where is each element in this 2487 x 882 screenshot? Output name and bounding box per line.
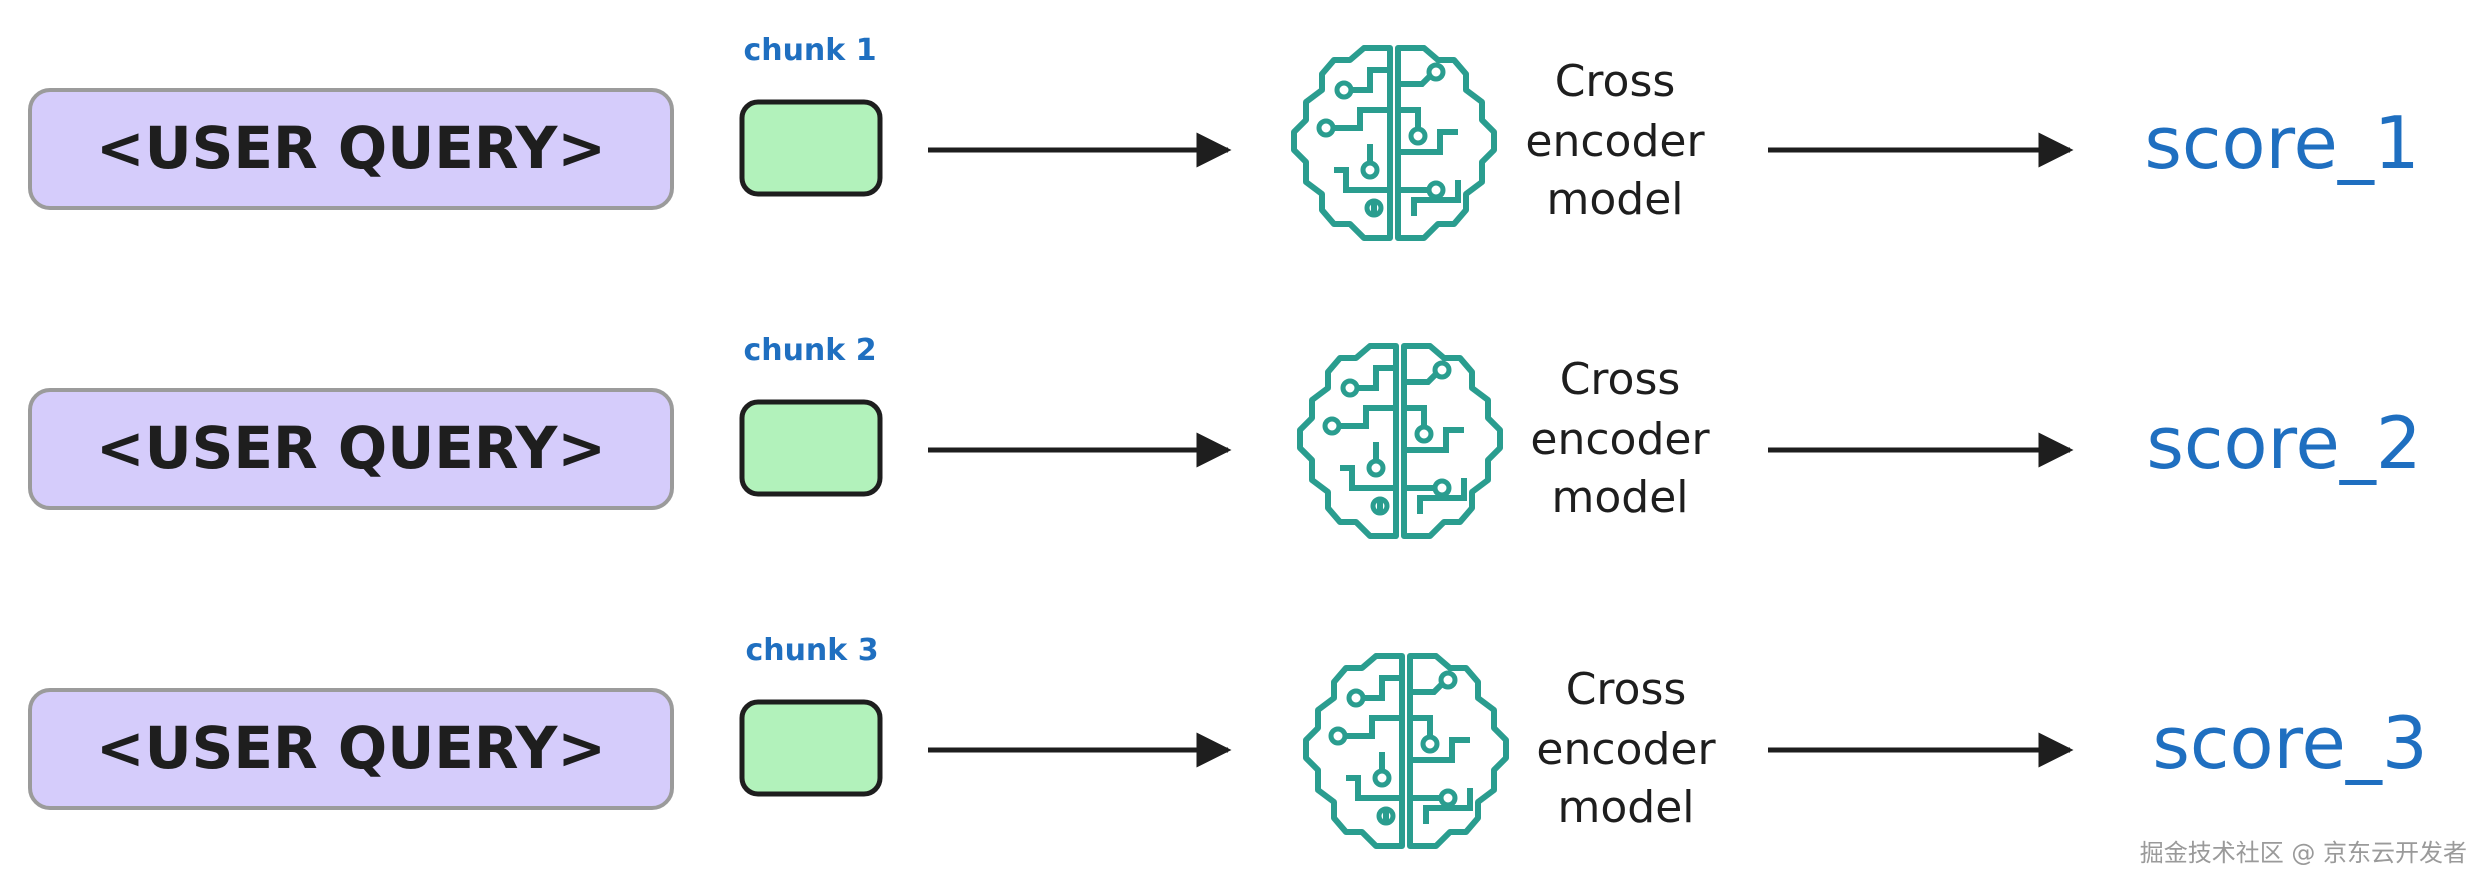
user-query-label-1: <USER QUERY> bbox=[96, 114, 606, 182]
model-line-model-3: model bbox=[1557, 782, 1694, 833]
model-line-encoder-3: encoder bbox=[1536, 724, 1716, 775]
row-2: <USER QUERY> chunk 2 Cross encoder model… bbox=[28, 333, 2422, 536]
chunk-box-2 bbox=[739, 399, 883, 497]
chunk-label-1: chunk 1 bbox=[743, 33, 876, 68]
score-label-3: score_3 bbox=[2152, 701, 2427, 785]
user-query-box-1 bbox=[28, 88, 674, 210]
model-line-model-2: model bbox=[1551, 472, 1688, 523]
user-query-box-3 bbox=[28, 688, 674, 810]
watermark-text: 掘金技术社区 @ 京东云开发者 bbox=[2139, 839, 2467, 867]
brain-circuit-icon-3 bbox=[1306, 656, 1506, 846]
user-query-label-3: <USER QUERY> bbox=[96, 714, 606, 782]
chunk-label-3: chunk 3 bbox=[745, 633, 878, 668]
chunk-box-1 bbox=[739, 99, 883, 197]
user-query-label-2: <USER QUERY> bbox=[96, 414, 606, 482]
row-1: <USER QUERY> chunk 1 Cross encoder model… bbox=[28, 33, 2420, 238]
model-line-cross-2: Cross bbox=[1560, 354, 1681, 405]
model-line-encoder-2: encoder bbox=[1530, 414, 1710, 465]
brain-circuit-icon-2 bbox=[1300, 346, 1500, 536]
user-query-box-2 bbox=[28, 388, 674, 510]
model-line-cross-1: Cross bbox=[1555, 56, 1676, 107]
chunk-box-3 bbox=[739, 699, 883, 797]
model-line-cross-3: Cross bbox=[1566, 664, 1687, 715]
model-line-encoder-1: encoder bbox=[1525, 116, 1705, 167]
score-label-1: score_1 bbox=[2144, 101, 2419, 185]
brain-circuit-icon-1 bbox=[1294, 48, 1494, 238]
chunk-label-2: chunk 2 bbox=[743, 333, 876, 368]
row-3: <USER QUERY> chunk 3 Cross encoder model… bbox=[28, 633, 2428, 846]
score-label-2: score_2 bbox=[2146, 401, 2421, 485]
model-line-model-1: model bbox=[1546, 174, 1683, 225]
